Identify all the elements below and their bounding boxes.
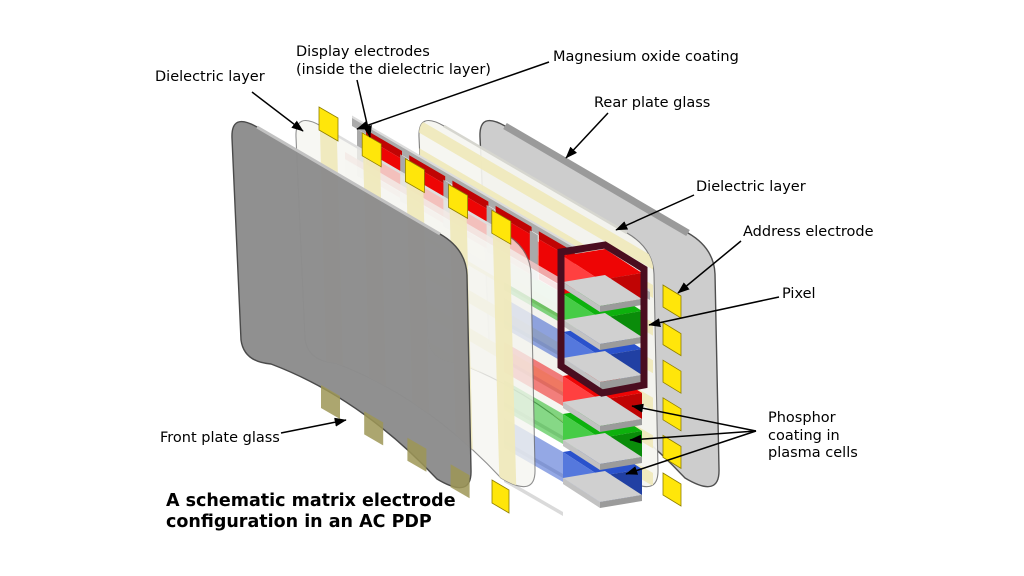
- top-row-cell-floor: [366, 130, 402, 159]
- rib-front: [600, 495, 642, 508]
- label-phosphor-1: Phosphor: [768, 410, 836, 426]
- pixel-column-cells: [563, 249, 642, 508]
- rib-left: [563, 402, 600, 432]
- figure-caption-line2: configuration in an AC PDP: [166, 512, 432, 532]
- display-electrode-end: [318, 106, 339, 142]
- pixel-outline: [557, 241, 648, 397]
- label-address-electrode: Address electrode: [743, 224, 874, 240]
- rib-left: [563, 478, 600, 508]
- electrode-through-glass: [450, 464, 470, 499]
- arrow-address-electrode: [677, 240, 742, 294]
- figure-caption-line1: A schematic matrix electrode: [166, 491, 456, 511]
- label-pixel: Pixel: [782, 286, 816, 302]
- arrow-phosphor-green: [629, 430, 757, 444]
- rib-front: [600, 419, 642, 432]
- rib-shelf: [563, 275, 642, 306]
- top-row-cell-floor: [452, 180, 489, 210]
- top-row-cell-floor: [495, 205, 532, 235]
- rib-shelf: [563, 433, 642, 464]
- rib-left: [563, 282, 600, 312]
- arrow-front-plate-glass: [280, 417, 347, 434]
- label-phosphor-2: coating in: [768, 428, 840, 444]
- electrodes-through-glass: [321, 385, 470, 499]
- cell-floor-red: [563, 249, 642, 280]
- electrode-through-glass: [321, 385, 340, 419]
- label-front-plate-glass: Front plate glass: [160, 430, 280, 446]
- address-strip: [418, 120, 653, 270]
- rib-shelf: [563, 471, 642, 502]
- address-electrode-end: [662, 359, 682, 394]
- top-row-cell-floor: [409, 155, 446, 185]
- display-strip: [492, 232, 519, 487]
- rib-left: [563, 440, 600, 470]
- annotation-arrows: [251, 61, 780, 475]
- rib-shelf: [563, 395, 642, 426]
- label-phosphor-3: plasma cells: [768, 445, 858, 461]
- electrode-through-glass: [407, 437, 427, 472]
- rib-front: [600, 299, 642, 312]
- labels: Dielectric layer Display electrodes (ins…: [155, 44, 874, 532]
- display-electrodes: [318, 106, 512, 514]
- display-electrode-end: [448, 183, 469, 220]
- label-display-electrodes-1: Display electrodes: [296, 44, 430, 60]
- rib-shelf: [563, 313, 642, 344]
- arrow-dielectric-left: [251, 91, 304, 132]
- label-rear-plate-glass: Rear plate glass: [594, 95, 710, 111]
- display-electrode-end: [404, 157, 425, 194]
- address-electrode-end: [662, 321, 682, 357]
- rib-left: [563, 320, 600, 350]
- arrow-dielectric-right: [615, 194, 695, 231]
- label-magnesium-oxide: Magnesium oxide coating: [553, 49, 739, 65]
- arrow-magnesium-oxide: [356, 61, 550, 130]
- rib-shelf: [563, 351, 642, 382]
- label-display-electrodes-2: (inside the dielectric layer): [296, 62, 491, 78]
- front-plate-glass: [231, 120, 472, 499]
- electrode-through-glass: [364, 411, 384, 446]
- label-dielectric-left: Dielectric layer: [155, 69, 265, 85]
- display-electrode-end: [491, 209, 512, 245]
- label-dielectric-right: Dielectric layer: [696, 179, 806, 195]
- address-electrode-end: [662, 472, 682, 507]
- rib-front: [600, 337, 642, 350]
- arrow-rear-plate-glass: [565, 112, 609, 159]
- arrow-phosphor-red: [631, 403, 757, 432]
- arrow-phosphor-blue: [625, 430, 757, 475]
- display-electrode-end: [361, 132, 382, 168]
- rib-front: [600, 457, 642, 470]
- interior-row-rib: [504, 478, 563, 516]
- arrow-pixel: [648, 296, 780, 328]
- display-electrode-end-bottom: [491, 479, 510, 514]
